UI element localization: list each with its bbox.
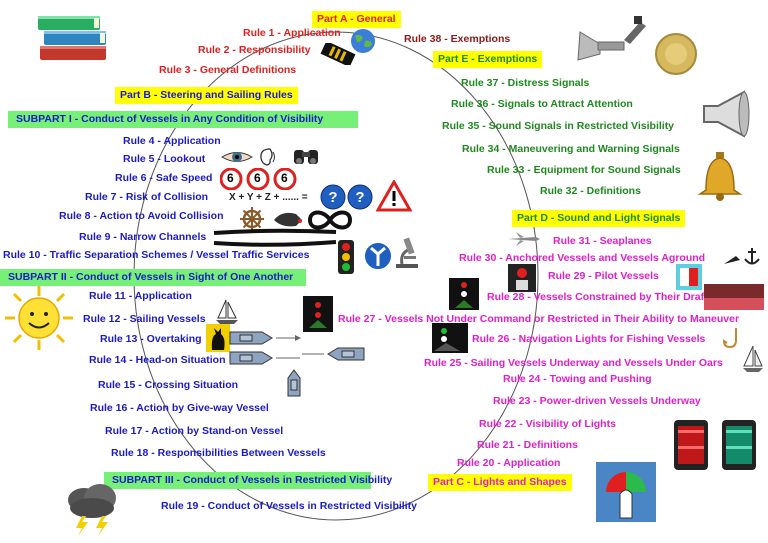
rule-17: Rule 17 - Action by Stand-on Vessel xyxy=(105,425,284,437)
rule-29: Rule 29 - Pilot Vessels xyxy=(548,270,659,282)
rule-23: Rule 23 - Power-driven Vessels Underway xyxy=(493,395,701,407)
speed-sign-icon xyxy=(219,167,243,191)
rule-4: Rule 4 - Application xyxy=(123,135,221,147)
rule-5: Rule 5 - Lookout xyxy=(123,153,206,165)
rule-19: Rule 19 - Conduct of Vessels in Restrict… xyxy=(161,500,417,512)
rule-8: Rule 8 - Action to Avoid Collision xyxy=(59,210,224,222)
rule-31: Rule 31 - Seaplanes xyxy=(553,235,652,247)
rule-16: Rule 16 - Action by Give-way Vessel xyxy=(90,402,269,414)
subpart-3-header: SUBPART III - Conduct of Vessels in Rest… xyxy=(104,472,392,489)
megaphone-icon xyxy=(703,90,750,138)
speed-sign-icon xyxy=(246,167,270,191)
anchor-icon xyxy=(724,248,760,265)
epaulette-icon xyxy=(320,43,356,65)
vessel-maneuver-diagram xyxy=(229,331,365,397)
vessel-lights-icon xyxy=(432,323,468,353)
rule-1: Rule 1 - Application xyxy=(243,27,341,39)
rule-12: Rule 12 - Sailing Vessels xyxy=(83,313,206,325)
rule-21: Rule 21 - Definitions xyxy=(477,439,578,451)
rule-26: Rule 26 - Navigation Lights for Fishing … xyxy=(472,333,706,345)
rule-18: Rule 18 - Responsibilities Between Vesse… xyxy=(111,447,326,459)
rule-13: Rule 13 - Overtaking xyxy=(100,333,202,345)
rule-35: Rule 35 - Sound Signals in Restricted Vi… xyxy=(442,120,675,132)
seaplane-icon xyxy=(508,232,540,246)
rule-28: Rule 28 - Vessels Constrained by Their D… xyxy=(487,291,708,303)
storm-cloud-icon xyxy=(68,484,116,536)
speed-sign-label: 6 xyxy=(281,171,288,185)
speed-sign-label: 6 xyxy=(227,171,234,185)
vessel-lights-icon xyxy=(303,296,333,332)
collision-formula: X + Y + Z + ...... = xyxy=(229,192,308,203)
subpart-2-header: SUBPART II - Conduct of Vessels in Sight… xyxy=(0,269,306,286)
gong-icon xyxy=(655,33,697,75)
question-icon: ? ? xyxy=(320,184,373,210)
rule-2: Rule 2 - Responsibility xyxy=(198,44,311,56)
warning-icon xyxy=(376,180,412,212)
rule-32: Rule 32 - Definitions xyxy=(540,185,641,197)
sun-icon xyxy=(5,286,73,350)
part-a-header: Part A - General xyxy=(312,11,401,28)
rule-14: Rule 14 - Head-on Situation xyxy=(89,354,226,366)
boat-icon xyxy=(229,331,273,345)
part-b-header: Part B - Steering and Sailing Rules xyxy=(115,87,298,104)
rule-7: Rule 7 - Risk of Collision xyxy=(85,191,209,203)
rule-33: Rule 33 - Equipment for Sound Signals xyxy=(487,164,681,176)
rule-37: Rule 37 - Distress Signals xyxy=(461,77,590,89)
rule-15: Rule 15 - Crossing Situation xyxy=(98,379,239,391)
eye-icon xyxy=(221,152,253,162)
subpart-1-header: SUBPART I - Conduct of Vessels in Any Co… xyxy=(8,111,358,128)
rule-9: Rule 9 - Narrow Channels xyxy=(79,231,207,243)
infinity-icon xyxy=(307,210,353,230)
rule-10: Rule 10 - Traffic Separation Schemes / V… xyxy=(3,249,310,261)
sailboat-icon xyxy=(216,299,238,324)
bell-icon xyxy=(697,152,743,201)
fish-hook-icon xyxy=(722,328,737,349)
microscope-icon xyxy=(396,237,418,268)
sailboat-icon xyxy=(743,345,763,372)
speed-sign-icon xyxy=(273,167,297,191)
rule-24: Rule 24 - Towing and Pushing xyxy=(503,373,652,385)
ear-icon xyxy=(260,148,275,166)
rule-20: Rule 20 - Application xyxy=(457,457,561,469)
cat-icon xyxy=(206,324,230,352)
ship-wheel-icon xyxy=(240,207,264,231)
traffic-light-icon xyxy=(338,240,354,274)
rule-6: Rule 6 - Safe Speed xyxy=(115,172,213,184)
direction-sign-icon xyxy=(363,241,393,271)
pilot-flag-icon xyxy=(676,264,702,290)
binoculars-icon xyxy=(294,150,318,164)
globe-icon xyxy=(351,29,375,53)
svg-text:?: ? xyxy=(355,189,364,206)
deep-draft-vessel-icon xyxy=(704,284,764,310)
rule-34: Rule 34 - Maneuvering and Warning Signal… xyxy=(462,143,680,155)
vessel-lights-icon xyxy=(449,278,479,310)
rule-3: Rule 3 - General Definitions xyxy=(159,64,297,76)
rule-22: Rule 22 - Visibility of Lights xyxy=(479,418,616,430)
narrow-channel-lines xyxy=(213,228,337,247)
boat-icon xyxy=(274,212,302,227)
boat-icon xyxy=(287,369,301,397)
boat-icon xyxy=(229,351,273,365)
part-e-header: Part E - Exemptions xyxy=(433,51,543,68)
air-horn-icon xyxy=(577,16,646,61)
vessel-lights-icon xyxy=(508,264,536,292)
rule-11: Rule 11 - Application xyxy=(89,290,192,302)
svg-text:?: ? xyxy=(328,189,337,206)
rule-25: Rule 25 - Sailing Vessels Underway and V… xyxy=(424,357,723,369)
rule-38: Rule 38 - Exemptions xyxy=(404,33,511,45)
light-arc-icon xyxy=(596,462,656,522)
rule-30: Rule 30 - Anchored Vessels and Vessels A… xyxy=(459,252,706,264)
rule-36: Rule 36 - Signals to Attract Attention xyxy=(451,98,633,110)
part-c-header: Part C - Lights and Shapes xyxy=(428,474,572,491)
part-d-header: Part D - Sound and Light Signals xyxy=(512,210,686,227)
nav-lantern-icon xyxy=(674,420,756,470)
books-icon xyxy=(38,16,106,60)
rule-27: Rule 27 - Vessels Not Under Command or R… xyxy=(338,313,740,325)
boat-icon xyxy=(327,347,365,361)
speed-sign-label: 6 xyxy=(254,171,261,185)
speed-signs: 6 6 6 xyxy=(219,167,300,195)
